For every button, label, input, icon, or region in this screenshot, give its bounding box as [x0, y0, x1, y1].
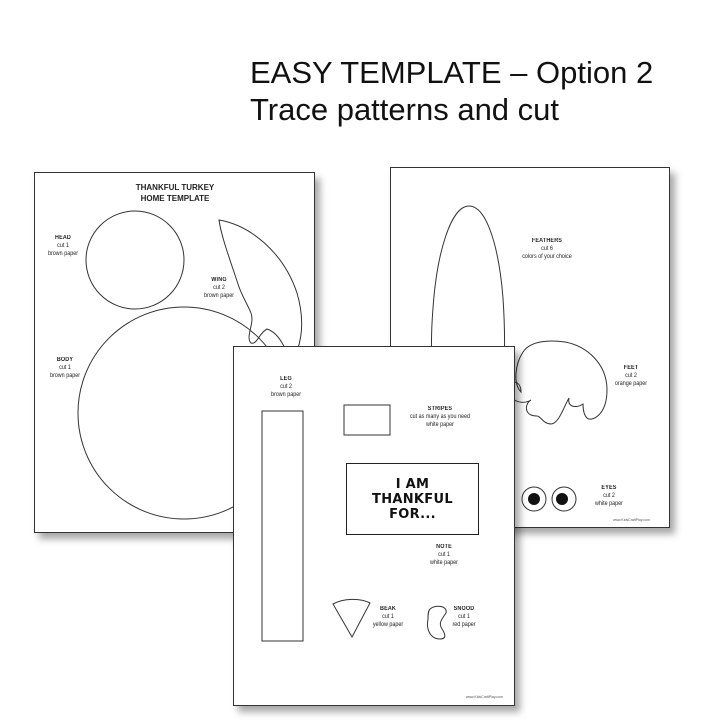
feathers-label-name: FEATHERS	[531, 238, 563, 244]
template-sheet-front: LEG cut 2 brown paper STRIPES cut as man…	[233, 346, 515, 706]
note-text-line-1: I AM	[395, 476, 430, 492]
feathers-label-paper: colors of your choice	[522, 254, 572, 260]
heading-line-1: EASY TEMPLATE – Option 2	[250, 55, 654, 90]
note-text-line-3: FOR...	[389, 506, 436, 522]
stripes-label: STRIPES cut as many as you need white pa…	[402, 405, 478, 429]
foot-pattern	[508, 340, 608, 425]
leg-label-cut: cut 2	[280, 384, 292, 390]
beak-label-cut: cut 1	[382, 614, 394, 620]
leg-label-paper: brown paper	[270, 392, 302, 398]
feathers-label-cut: cut 6	[541, 246, 553, 252]
eye-left-pupil	[528, 493, 540, 505]
stripes-label-name: STRIPES	[427, 406, 453, 412]
stripe-pattern	[343, 404, 391, 436]
snood-label-cut: cut 1	[458, 614, 470, 620]
note-label-cut: cut 1	[438, 552, 450, 558]
snood-pattern	[427, 605, 447, 640]
eyes-label: EYES cut 2 white paper	[589, 484, 629, 508]
feathers-label: FEATHERS cut 6 colors of your choice	[518, 237, 576, 261]
eye-right-pupil	[556, 493, 568, 505]
note-label: NOTE cut 1 white paper	[424, 543, 464, 567]
wing-label-paper: brown paper	[203, 293, 235, 299]
feet-label-cut: cut 2	[625, 373, 637, 379]
stripes-label-cut: cut as many as you need	[409, 414, 471, 420]
heading-line-2: Trace patterns and cut	[250, 92, 560, 127]
wing-label: WING cut 2 brown paper	[199, 276, 239, 300]
wing-label-cut: cut 2	[213, 285, 225, 291]
snood-label-name: SNOOD	[453, 606, 475, 612]
sheet-front-shapes	[261, 404, 447, 642]
sheet-front-credit: www.KidsCraftPlay.com	[466, 695, 503, 699]
leg-pattern	[261, 410, 304, 642]
body-label-name: BODY	[56, 357, 74, 363]
eyes-label-name: EYES	[601, 485, 617, 491]
body-label: BODY cut 1 brown paper	[45, 356, 85, 380]
leg-label-name: LEG	[280, 376, 292, 382]
note-text-line-2: THANKFUL	[372, 491, 453, 507]
leg-label: LEG cut 2 brown paper	[266, 375, 306, 399]
snood-label-paper: red paper	[452, 622, 476, 628]
head-label-cut: cut 1	[57, 243, 69, 249]
beak-label: BEAK cut 1 yellow paper	[368, 605, 408, 629]
body-label-paper: brown paper	[49, 373, 81, 379]
head-circle-pattern	[85, 210, 185, 310]
sheet-right-credit: www.KidsCraftPlay.com	[613, 518, 650, 522]
feet-label-name: FEET	[623, 365, 639, 371]
thankful-note-pattern: I AM THANKFUL FOR...	[346, 463, 479, 535]
note-label-paper: white paper	[430, 560, 458, 566]
stripes-label-paper: white paper	[426, 422, 454, 428]
sheet-title-line-2: HOME TEMPLATE	[140, 194, 210, 203]
note-label-name: NOTE	[436, 544, 452, 550]
head-label: HEAD cut 1 brown paper	[43, 234, 83, 258]
feet-label: FEET cut 2 orange paper	[611, 364, 651, 388]
sheet-title-line-1: THANKFUL TURKEY	[135, 183, 215, 192]
head-label-name: HEAD	[54, 235, 72, 241]
head-label-paper: brown paper	[47, 251, 79, 257]
wing-label-name: WING	[211, 277, 227, 283]
beak-label-name: BEAK	[379, 606, 397, 612]
feet-label-paper: orange paper	[614, 381, 648, 387]
sheet-left-title: THANKFUL TURKEY HOME TEMPLATE	[115, 182, 235, 204]
beak-pattern	[332, 598, 371, 639]
body-label-cut: cut 1	[59, 365, 71, 371]
eyes-pattern	[521, 486, 577, 512]
beak-label-paper: yellow paper	[372, 622, 404, 628]
wing-pattern	[218, 219, 303, 365]
snood-label: SNOOD cut 1 red paper	[444, 605, 484, 629]
eyes-label-paper: white paper	[595, 501, 623, 507]
page-heading: EASY TEMPLATE – Option 2 Trace patterns …	[250, 54, 653, 128]
eyes-label-cut: cut 2	[603, 493, 615, 499]
